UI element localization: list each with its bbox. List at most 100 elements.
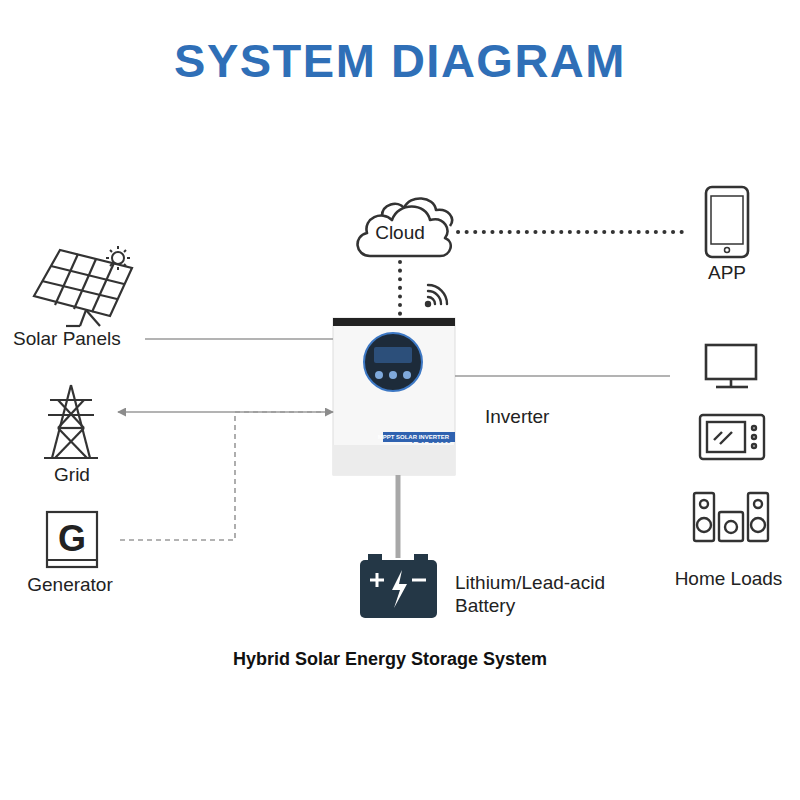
node-label: APP <box>690 262 764 284</box>
grid-tower-icon-part <box>50 399 92 401</box>
solar-panel-icon-part <box>51 266 124 284</box>
node-label: Grid <box>40 464 104 486</box>
inverter-body-part <box>333 318 455 475</box>
sun-symbol <box>106 246 130 270</box>
inverter-body-part <box>333 318 455 326</box>
speaker-icon-part <box>751 518 765 532</box>
grid-node: Grid <box>40 385 118 485</box>
generator-icon-part <box>47 512 97 567</box>
sun-symbol-part <box>127 257 130 259</box>
microwave-icon-part <box>700 415 764 459</box>
diagram-caption: Hybrid Solar Energy Storage System <box>0 648 780 670</box>
solar-panel-icon <box>34 250 132 326</box>
inverter-node: FGI-S5000MPPT SOLAR INVERTERInverter <box>333 318 455 475</box>
backup-power-line <box>120 412 333 540</box>
phone-icon <box>706 187 748 257</box>
generator-letter: G <box>47 519 97 559</box>
battery-icon-part <box>360 560 437 618</box>
microwave-icon-part <box>720 432 732 444</box>
node-label: Inverter <box>485 406 549 428</box>
solar-panel-icon-part <box>55 254 78 305</box>
grid-tower-icon-part <box>58 427 84 429</box>
diagram-title: SYSTEM DIAGRAM <box>0 34 800 88</box>
solar-panel-icon-part <box>92 263 114 312</box>
grid-tower-icon-part <box>58 400 84 428</box>
sun-symbol-part <box>117 246 119 249</box>
speaker-icon-part <box>719 512 743 541</box>
tv-icon <box>706 345 756 387</box>
tv-icon-part <box>716 386 748 389</box>
node-label: Cloud <box>350 222 450 244</box>
inverter-body-part <box>375 371 383 379</box>
inverter-body-part <box>374 347 412 363</box>
data-link-dotted <box>458 230 690 234</box>
sun-symbol-part <box>117 267 119 270</box>
generator-icon-part <box>47 559 97 561</box>
speaker-icon-part <box>748 493 768 541</box>
wifi-symbol-part <box>426 302 430 306</box>
solar-panel-icon-part <box>74 259 96 309</box>
node-label: Generator <box>20 574 120 596</box>
grid-tower-icon <box>44 385 98 458</box>
solar-panel-node: Solar Panels <box>10 245 145 350</box>
battery-icon-part <box>392 570 407 608</box>
phone-icon-part <box>711 196 743 244</box>
inverter-body-part <box>333 445 455 475</box>
wifi-symbol <box>426 285 447 306</box>
sun-symbol-part <box>106 257 109 259</box>
battery-icon <box>360 554 437 618</box>
sun-symbol-part <box>124 250 126 252</box>
tv-icon-part <box>730 379 733 386</box>
solar-panel-icon-part <box>66 325 80 327</box>
wifi-symbol-part <box>428 297 435 304</box>
grid-tower-icon-part <box>44 457 98 459</box>
microwave-icon-part <box>752 435 756 439</box>
microwave-icon-part <box>707 422 745 452</box>
wifi-symbol-part <box>428 285 447 304</box>
grid-tower-icon-part <box>71 385 90 458</box>
grid-tower-icon-part <box>52 385 71 458</box>
solar-panel-icon-part <box>80 310 86 326</box>
microwave-icon <box>700 415 764 459</box>
group-label: Home Loads <box>660 568 797 590</box>
microwave-icon-part <box>714 432 722 440</box>
node-label: Solar Panels <box>13 328 121 350</box>
inverter-body <box>333 318 455 475</box>
speaker-icon-part <box>725 521 737 533</box>
battery-icon-part <box>370 573 384 587</box>
grid-tower-icon-part <box>58 428 87 458</box>
node-label: Lithium/Lead-acid Battery <box>455 571 625 617</box>
battery-icon-part <box>412 579 426 582</box>
sun-symbol-part <box>124 264 126 266</box>
data-link-dotted <box>398 262 402 318</box>
speaker-icon-part <box>754 500 762 508</box>
phone-icon-part <box>725 248 730 253</box>
battery-icon-part <box>414 554 428 561</box>
sun-symbol-part <box>110 250 112 252</box>
speaker-icon-part <box>697 518 711 532</box>
generator-node: G Generator <box>20 510 120 600</box>
power-line <box>455 375 670 377</box>
speaker-icon-part <box>694 493 714 541</box>
microwave-icon-part <box>752 426 756 430</box>
wifi-symbol-part <box>428 291 441 304</box>
inverter-body-part <box>403 371 411 379</box>
home-loads-node: Home Loads <box>670 320 787 558</box>
battery-icon-part <box>368 554 382 561</box>
solar-panel-icon-part <box>86 310 100 326</box>
microwave-icon-part <box>752 444 756 448</box>
cloud-node: Cloud <box>350 190 458 262</box>
grid-tower-icon-part <box>55 428 84 458</box>
solar-panel-icon-part <box>34 250 132 316</box>
device-plate-text: MPPT SOLAR INVERTER <box>378 433 449 441</box>
grid-tower-icon-part <box>58 400 84 428</box>
phone-icon-part <box>706 187 748 257</box>
speaker-icon-part <box>700 500 708 508</box>
sun-symbol-part <box>110 264 112 266</box>
battery-cable <box>396 475 401 558</box>
generator-icon <box>47 512 97 567</box>
power-line <box>145 338 333 340</box>
